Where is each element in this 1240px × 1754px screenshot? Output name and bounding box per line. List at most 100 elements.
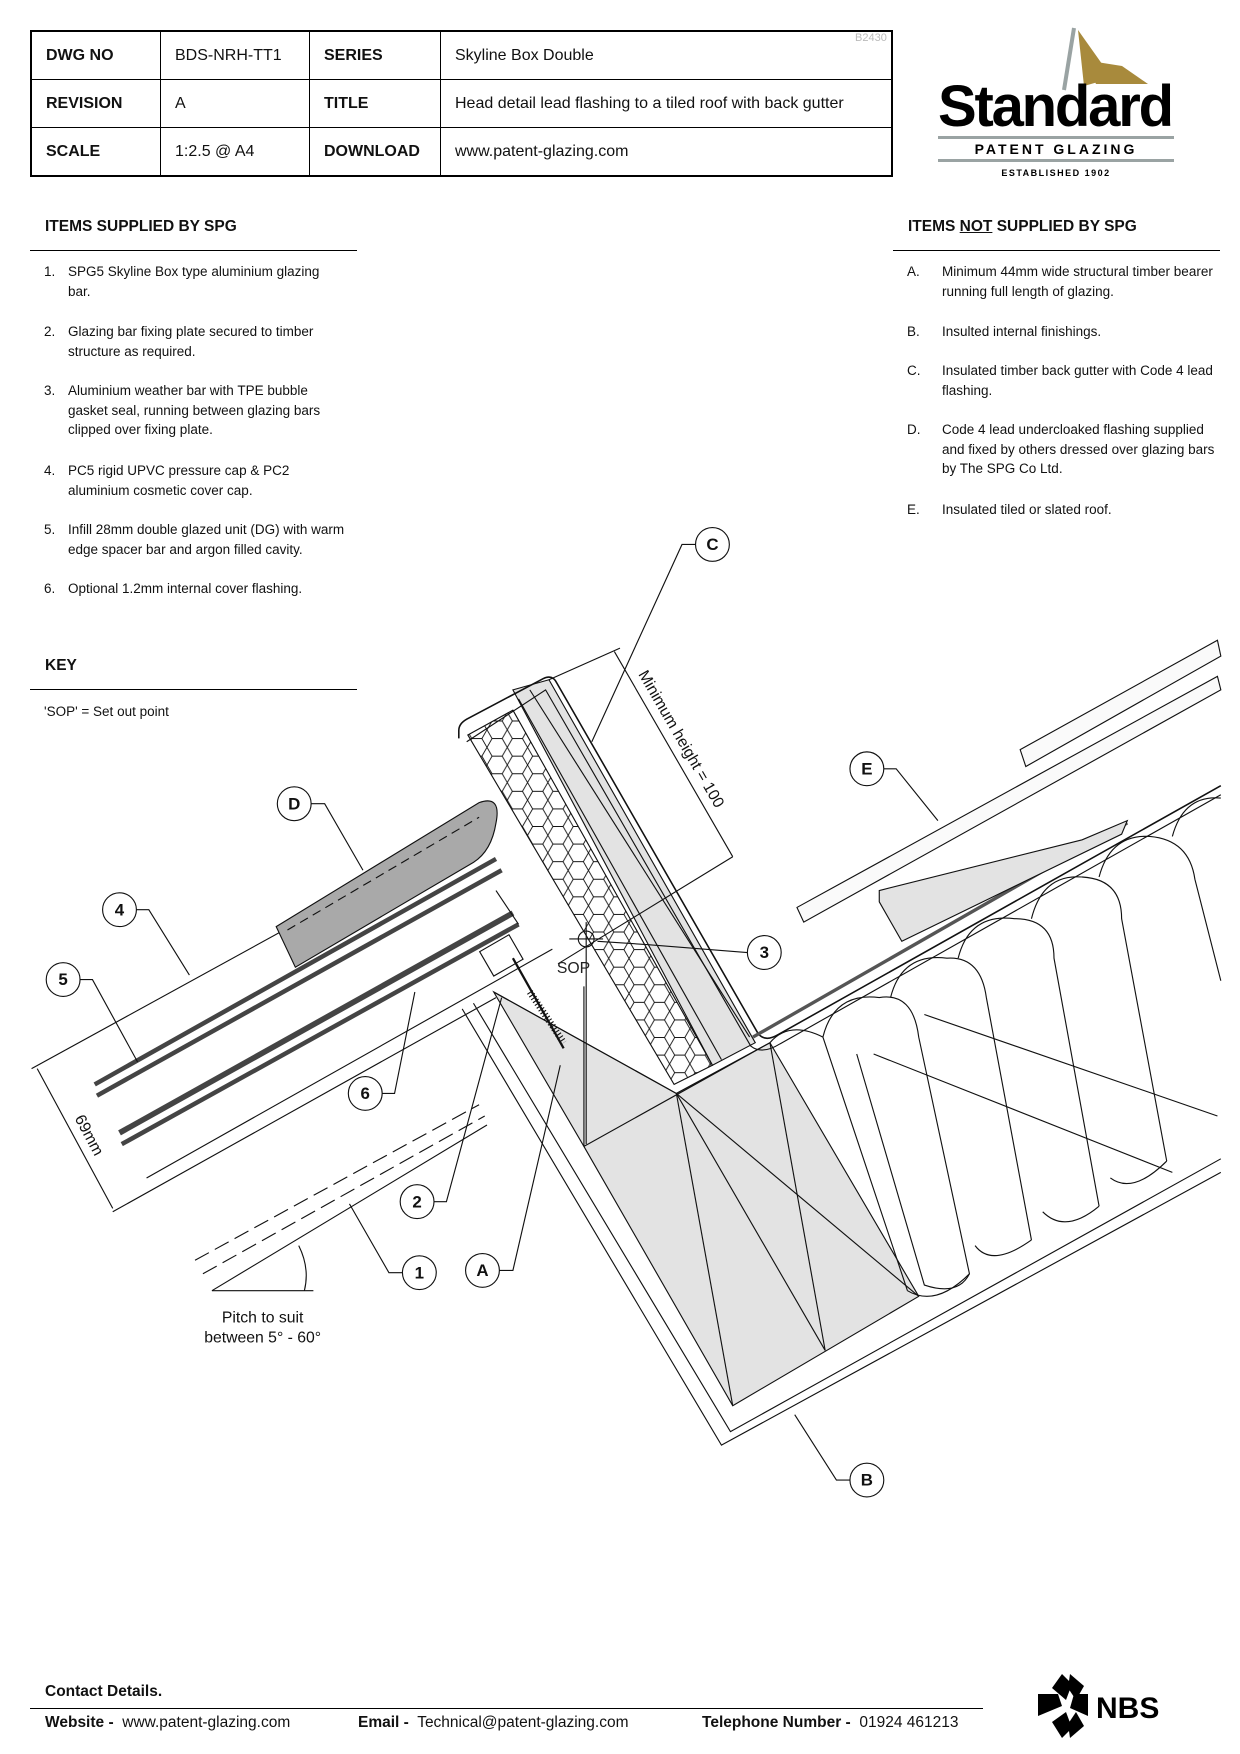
glazing-unit [31,847,553,1292]
callout-a: A [465,1252,500,1288]
item-text: Code 4 lead undercloaked flashing suppli… [942,422,1215,477]
key-heading: KEY [45,657,77,674]
logo-wordmark: Standard [938,74,1174,139]
supplied-item: 5.Infill 28mm double glazed unit (DG) wi… [44,520,354,559]
nbs-mark-icon [1038,1674,1088,1738]
roof-insulation [769,797,1222,1297]
item-text: Optional 1.2mm internal cover flashing. [68,581,303,596]
sop-line [557,856,734,965]
pitch-text-1: Pitch to suit [222,1309,304,1326]
nbs-text: NBS [1096,1692,1159,1725]
revision-label: REVISION [30,79,161,128]
item-text: SPG5 Skyline Box type aluminium glazing … [68,264,320,299]
title-row: REVISION A TITLE Head detail lead flashi… [30,79,893,128]
item-number: 6. [44,581,56,596]
callout-2: 2 [399,1184,435,1220]
dwg-no-value: BDS-NRH-TT1 [160,30,310,80]
email-row: Email - Technical@patent-glazing.com [358,1714,629,1732]
callout-e: E [849,751,885,787]
svg-text:D: D [288,794,300,813]
phone-label: Telephone Number [702,1714,842,1731]
item-letter: C. [907,363,921,378]
timber-line [518,698,722,1060]
gutter-timber [512,679,757,1067]
min-height-label: Minimum height = 100 [635,668,728,811]
divider [30,250,357,251]
item-letter: E. [907,502,920,517]
flag-icon [1084,60,1148,84]
standard-logo: Standard PATENT GLAZING ESTABLISHED 1902 [938,27,1174,178]
scale-value: 1:2.5 @ A4 [160,127,310,177]
callout-4: 4 [102,892,137,928]
series-label: SERIES [309,30,441,80]
contact-heading: Contact Details. [45,1683,163,1700]
svg-text:E: E [861,759,872,778]
download-link[interactable]: www.patent-glazing.com [440,127,893,177]
not-supplied-heading: ITEMS NOT SUPPLIED BY SPG [908,218,1137,236]
roof-tile [796,675,1222,923]
lead-dashed [287,816,480,931]
not-supplied-item: D. Code 4 lead undercloaked flashing supp… [907,420,1217,479]
svg-text:6: 6 [361,1084,370,1103]
item-letter: A. [907,264,920,279]
item-text: PC5 rigid UPVC pressure cap & PC2 alumin… [68,463,290,498]
internal-finish-outer [461,1008,1222,1446]
callout-1: 1 [401,1255,437,1291]
pitch-arc [298,1245,307,1291]
divider [30,1708,983,1709]
revision-value: A [160,79,310,128]
reference-code: B2430 [855,32,887,44]
sop-label: SOP [557,960,590,977]
key-text: 'SOP' = Set out point [44,704,169,719]
gutter-insulation [467,709,714,1086]
title-value: Head detail lead flashing to a tiled roo… [440,79,893,128]
item-text: Aluminium weather bar with TPE bubble ga… [68,383,321,438]
website-link[interactable]: www.patent-glazing.com [122,1714,291,1731]
item-letter: B. [907,324,920,339]
callout-6: 6 [347,1075,383,1111]
supplied-item: 2. Glazing bar fixing plate secured to ti… [44,322,344,361]
separator: - [108,1714,114,1731]
heading-part: SUPPLIED BY SPG [992,218,1137,235]
separator: - [403,1714,409,1731]
dim-line [613,651,734,857]
pitch-text-2: between 5° - 60° [204,1330,321,1347]
internal-finish-inner [472,1002,1222,1433]
supplied-item: 1. SPG5 Skyline Box type aluminium glazin… [44,262,344,301]
timber-line [769,1042,826,1351]
supplied-item: 4. PC5 rigid UPVC pressure cap & PC2 alum… [44,461,344,500]
tile-batten [878,819,1129,942]
phone-number: 01924 461213 [859,1714,959,1731]
divider [30,689,357,690]
leader-lines [80,543,939,1481]
callout-b: B [849,1462,885,1498]
svg-text:2: 2 [412,1192,421,1211]
lead-flashing [275,800,498,968]
svg-text:5: 5 [58,970,67,989]
not-supplied-item: B.Insulted internal finishings. [907,322,1217,342]
timber-line [529,689,751,1038]
item-number: 5. [44,522,56,537]
item-text: Insulated tiled or slated roof. [942,502,1112,517]
item-number: 2. [44,324,56,339]
item-text: Glazing bar fixing plate secured to timb… [68,324,314,359]
website-row: Website - www.patent-glazing.com [45,1714,290,1732]
logo-established: ESTABLISHED 1902 [1001,168,1110,178]
supplied-item: 6. Optional 1.2mm internal cover flashing… [44,579,344,599]
separator: - [845,1714,851,1731]
supplied-item: 3.Aluminium weather bar with TPE bubble … [44,381,344,440]
logo-rule [938,136,1174,139]
nbs-logo: NBS [1038,1674,1159,1738]
heading-part: ITEMS [908,218,960,235]
callout-c: C [694,526,730,562]
dim-69mm: 69mm [71,1112,107,1159]
item-letter: D. [907,422,921,437]
svg-text:C: C [706,535,718,554]
email-link[interactable]: Technical@patent-glazing.com [417,1714,629,1731]
item-number: 4. [44,463,56,478]
scale-label: SCALE [30,127,161,177]
item-number: 1. [44,264,56,279]
callout-d: D [276,786,312,822]
heading-not: NOT [959,218,993,235]
not-supplied-item: A.Minimum 44mm wide structural timber be… [907,262,1217,301]
